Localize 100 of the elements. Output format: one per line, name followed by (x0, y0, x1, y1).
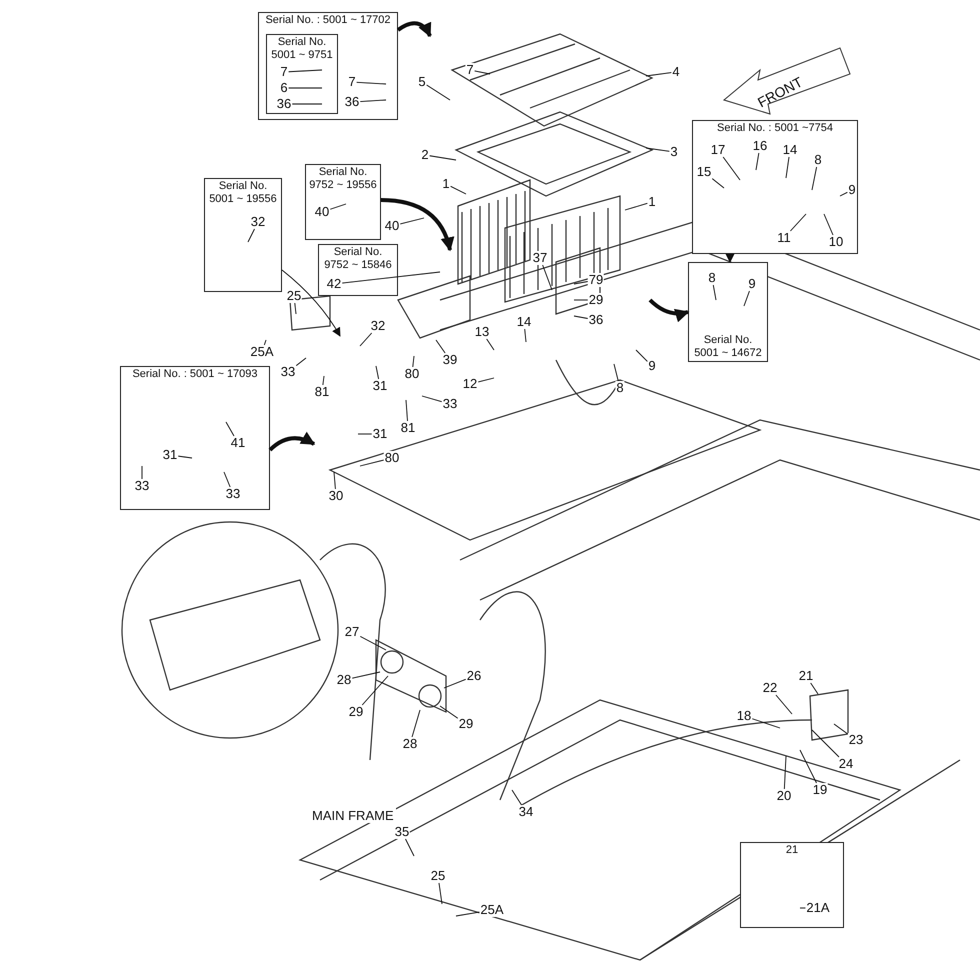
callout-number: 6 (279, 81, 289, 95)
callout-number: 4 (671, 65, 681, 79)
callout-number: 40 (314, 205, 330, 219)
serial-range-label: Serial No. 5001 ~ 14672 (693, 333, 763, 361)
callout-number: 28 (402, 737, 418, 751)
leader-line (438, 882, 442, 904)
callout-number: 41 (230, 436, 246, 450)
callout-number: 42 (326, 277, 342, 291)
callout-number: 24 (838, 757, 854, 771)
serial-range-label: Serial No. 5001 ~ 9751 (270, 35, 334, 63)
callout-number: 1 (647, 195, 657, 209)
leader-line (646, 148, 670, 152)
leader-line (360, 100, 386, 102)
callout-number: 21A (805, 901, 831, 915)
callout-number: 12 (462, 377, 478, 391)
callout-number: 11 (776, 231, 792, 245)
serial-range-label: Serial No. : 5001 ~ 17093 (131, 367, 259, 382)
leader-line (356, 82, 386, 84)
leader-line (636, 350, 648, 362)
arrow (282, 270, 340, 337)
callout-number: 17 (710, 143, 726, 157)
serial-range-label: 21 (784, 843, 800, 858)
callout-number: 29 (458, 717, 474, 731)
leader-line (524, 328, 526, 342)
callout-number: 18 (736, 709, 752, 723)
leader-line (834, 724, 848, 734)
serial-range-label: Serial No. 9752 ~ 19556 (308, 165, 378, 193)
callout-number: 19 (812, 783, 828, 797)
arrow (648, 298, 690, 322)
inset-frame (740, 842, 844, 928)
leader-line (226, 422, 234, 436)
callout-number: 23 (848, 733, 864, 747)
leader-line (450, 186, 466, 194)
callout-number: 7 (279, 65, 289, 79)
leader-line (224, 472, 231, 488)
leader-line (296, 358, 306, 366)
leader-line (478, 378, 494, 382)
leader-line (775, 694, 792, 714)
inset-frame (258, 12, 398, 120)
serial-range-label: Serial No. 5001 ~ 19556 (208, 179, 278, 207)
leader-line (426, 84, 450, 100)
callout-number: 32 (250, 215, 266, 229)
leader-line (330, 204, 346, 210)
callout-number: 21 (798, 669, 814, 683)
callout-number: 9 (647, 359, 657, 373)
leader-line (322, 376, 324, 386)
leader-line (646, 72, 672, 76)
callout-number: 30 (328, 489, 344, 503)
callout-number: 20 (776, 789, 792, 803)
callout-number: 31 (372, 379, 388, 393)
leader-line (614, 364, 619, 382)
callout-number: 5 (417, 75, 427, 89)
leader-line (422, 396, 442, 402)
leader-line (248, 228, 255, 242)
callout-number: 25 (430, 869, 446, 883)
leader-line (812, 730, 840, 758)
callout-number: 31 (372, 427, 388, 441)
leader-line (474, 70, 490, 74)
callout-number: 2 (420, 148, 430, 162)
leader-line (800, 750, 817, 784)
callout-number: 29 (348, 705, 364, 719)
inset-frame (266, 34, 338, 114)
frame-name-label: MAIN FRAME (310, 808, 396, 823)
leader-line (288, 70, 322, 72)
arrow (268, 432, 316, 452)
leader-line (756, 152, 760, 170)
leader-line (294, 302, 296, 314)
callout-number: 7 (347, 75, 357, 89)
arrow (380, 198, 454, 252)
callout-number: 36 (344, 95, 360, 109)
leader-line (352, 672, 380, 679)
callout-number: 13 (474, 325, 490, 339)
callout-number: 33 (442, 397, 458, 411)
callout-number: 25 (286, 289, 302, 303)
serial-range-label: Serial No. : 5001 ~ 17702 (264, 13, 392, 28)
leader-line (429, 155, 456, 160)
callout-number: 14 (782, 143, 798, 157)
callout-number: 9 (847, 183, 857, 197)
callout-number: 26 (466, 669, 482, 683)
leader-line (624, 202, 648, 210)
callout-number: 39 (442, 353, 458, 367)
leader-line (362, 676, 388, 706)
leader-line (400, 218, 424, 224)
leader-line (406, 400, 408, 422)
leader-line (810, 682, 818, 694)
callout-number: 37 (532, 251, 548, 265)
callout-number: 81 (314, 385, 330, 399)
callout-number: 31 (162, 448, 178, 462)
leader-line (812, 166, 818, 190)
callout-number: 80 (384, 451, 400, 465)
callout-number: 36 (588, 313, 604, 327)
leader-line (360, 460, 384, 466)
inset-frame (204, 178, 282, 292)
leader-line (712, 284, 716, 300)
leader-line (784, 756, 786, 790)
leader-line (360, 332, 372, 346)
leader-line (712, 178, 724, 188)
callout-number: 8 (615, 381, 625, 395)
leader-line (360, 636, 386, 650)
callout-number: 34 (518, 805, 534, 819)
